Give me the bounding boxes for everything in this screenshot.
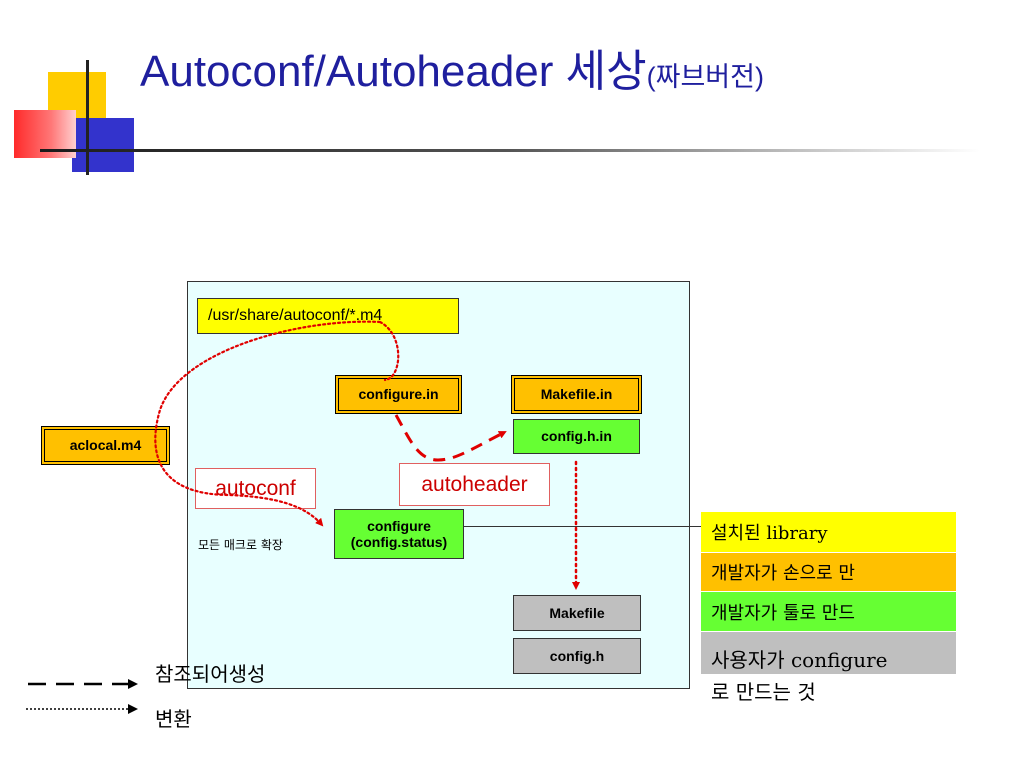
configure-label-line2: (config.status) (350, 534, 448, 550)
legend-installed: 설치된 library (701, 512, 956, 552)
legend-developer-label: 개발자가 손으로 만 (711, 563, 855, 584)
config-h-in-label: config.h.in (541, 428, 612, 445)
legend-installed-label: 설치된 library (711, 523, 828, 544)
m4-path-label: /usr/share/autoconf/*.m4 (208, 306, 383, 324)
config-h-label: config.h (549, 647, 605, 664)
legend-user (701, 632, 956, 674)
arrow-m4-to-configure (154, 320, 400, 525)
aclocal-label: aclocal.m4 (69, 437, 142, 454)
arrow-configure-in-to-config-h-in (394, 414, 507, 462)
legend-dotted-label: 변환 (155, 707, 192, 731)
legend-tool: 개발자가 툴로 만드 (701, 592, 956, 631)
config-h-in-box: config.h.in (513, 419, 640, 454)
autoheader-label-box: autoheader (399, 463, 550, 506)
connector-line (463, 526, 701, 527)
configure-in-box: configure.in (335, 375, 462, 414)
legend-tool-label: 개발자가 툴로 만드 (711, 602, 855, 624)
configure-label-line1: configure (367, 517, 431, 534)
legend-user-line1: 사용자가 configure (711, 648, 888, 672)
legend-dashed-label: 참조되어생성 (155, 662, 266, 686)
autoconf-label: autoconf (215, 476, 296, 500)
makefile-in-box: Makefile.in (511, 375, 642, 414)
makefile-box: Makefile (513, 595, 641, 631)
m4-path-box: /usr/share/autoconf/*.m4 (197, 298, 459, 334)
deco-blue-square (72, 118, 134, 172)
makefile-in-label: Makefile.in (540, 386, 613, 403)
title-sub: (짜브버전) (646, 62, 764, 92)
legend-developer: 개발자가 손으로 만 (701, 553, 956, 591)
autoconf-label-box: autoconf (195, 468, 316, 509)
aclocal-box: aclocal.m4 (41, 426, 170, 465)
makefile-label: Makefile (549, 604, 605, 621)
title-underline (40, 149, 980, 152)
deco-vertical-line (86, 60, 89, 175)
macro-expand-note: 모든 매크로 확장 (198, 538, 283, 552)
configure-in-label: configure.in (358, 386, 439, 403)
legend-user-line2: 로 만드는 것 (711, 680, 816, 704)
autoheader-label: autoheader (421, 472, 528, 496)
title-main: Autoconf/Autoheader 세상 (140, 47, 647, 96)
page-title: Autoconf/Autoheader 세상(짜브버전) (140, 50, 764, 94)
configure-box: configure(config.status) (334, 509, 464, 559)
config-h-box: config.h (513, 638, 641, 674)
